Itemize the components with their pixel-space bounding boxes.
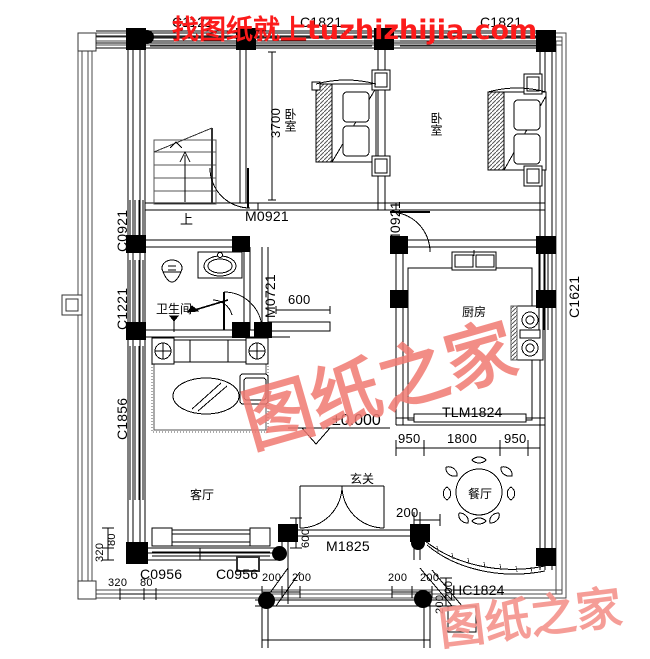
room-label-living-room: 客厅 [190, 488, 215, 502]
dimension-80-v: 80 [106, 533, 118, 546]
watermark-top-url: 找图纸就上tuzhizhijia.com [172, 15, 538, 46]
round-column [414, 590, 432, 608]
round-column [258, 592, 275, 609]
dimension-3700: 3700 [268, 107, 283, 138]
room-label-bathroom: 卫生间 [156, 302, 193, 316]
round-column [272, 546, 287, 561]
column [536, 290, 556, 308]
window-code-c0921: C0921 [114, 209, 130, 252]
dimension-600-entry: 600 [300, 528, 312, 548]
dimension-600-bath: 600 [288, 292, 311, 307]
round-column [541, 30, 555, 44]
column [236, 28, 256, 50]
room-label-kitchen: 厨房 [462, 305, 487, 319]
dimension-200-b2: 200 [292, 572, 312, 584]
window-code-c0956-right: C0956 [216, 566, 259, 582]
door-code-m1825: M1825 [326, 538, 370, 554]
pier-marker [236, 556, 260, 572]
door-code-m0721: M0721 [262, 274, 278, 318]
room-label-dining-room: 餐厅 [468, 487, 493, 501]
dimension-200-entry: 200 [396, 505, 419, 520]
round-column [411, 536, 425, 550]
room-label-bedroom-left: 卧室 [283, 108, 297, 132]
dimension-950-left: 950 [398, 431, 421, 446]
door-code-m0921-left: M0921 [245, 208, 289, 224]
door-code-tlm1824: TLM1824 [442, 404, 503, 420]
window-code-c1821-right: C1821 [480, 14, 523, 30]
window-code-c0956-left: C0956 [140, 566, 183, 582]
window-code-c1821-mid: C1821 [300, 14, 343, 30]
dimension-200-b1: 200 [262, 572, 282, 584]
dimension-200-b3: 200 [388, 572, 408, 584]
column [126, 322, 146, 340]
dimension-320-h: 320 [108, 577, 128, 589]
elevation-marker-label: ±0.000 [332, 412, 381, 429]
column [536, 236, 556, 254]
window-code-c1221: C1221 [114, 287, 130, 330]
door-code-m0921-right: M0921 [387, 201, 403, 245]
column [232, 236, 250, 252]
window-code-c1856: C1856 [114, 397, 130, 440]
window-code-c1121: C1121 [172, 14, 214, 30]
column [126, 235, 146, 253]
dimension-320-v: 320 [94, 542, 106, 562]
column [374, 28, 394, 50]
window-code-c1621: C1621 [566, 275, 582, 318]
dimension-80-h: 80 [140, 577, 153, 589]
dimension-950-right: 950 [504, 431, 527, 446]
round-column [140, 30, 154, 44]
dimension-200-b4: 200 [420, 572, 440, 584]
window-code-hc1824: HC1824 [452, 582, 505, 598]
column [390, 236, 408, 254]
column [254, 322, 272, 338]
column [536, 548, 556, 566]
column [390, 290, 408, 308]
column [232, 322, 250, 338]
dimension-1800: 1800 [447, 431, 478, 446]
room-label-bedroom-right: 卧室 [429, 112, 443, 136]
round-column [130, 546, 145, 561]
column [278, 524, 298, 542]
room-label-entry-hall: 玄关 [350, 472, 375, 486]
stair-direction-label: 上 [180, 213, 194, 228]
